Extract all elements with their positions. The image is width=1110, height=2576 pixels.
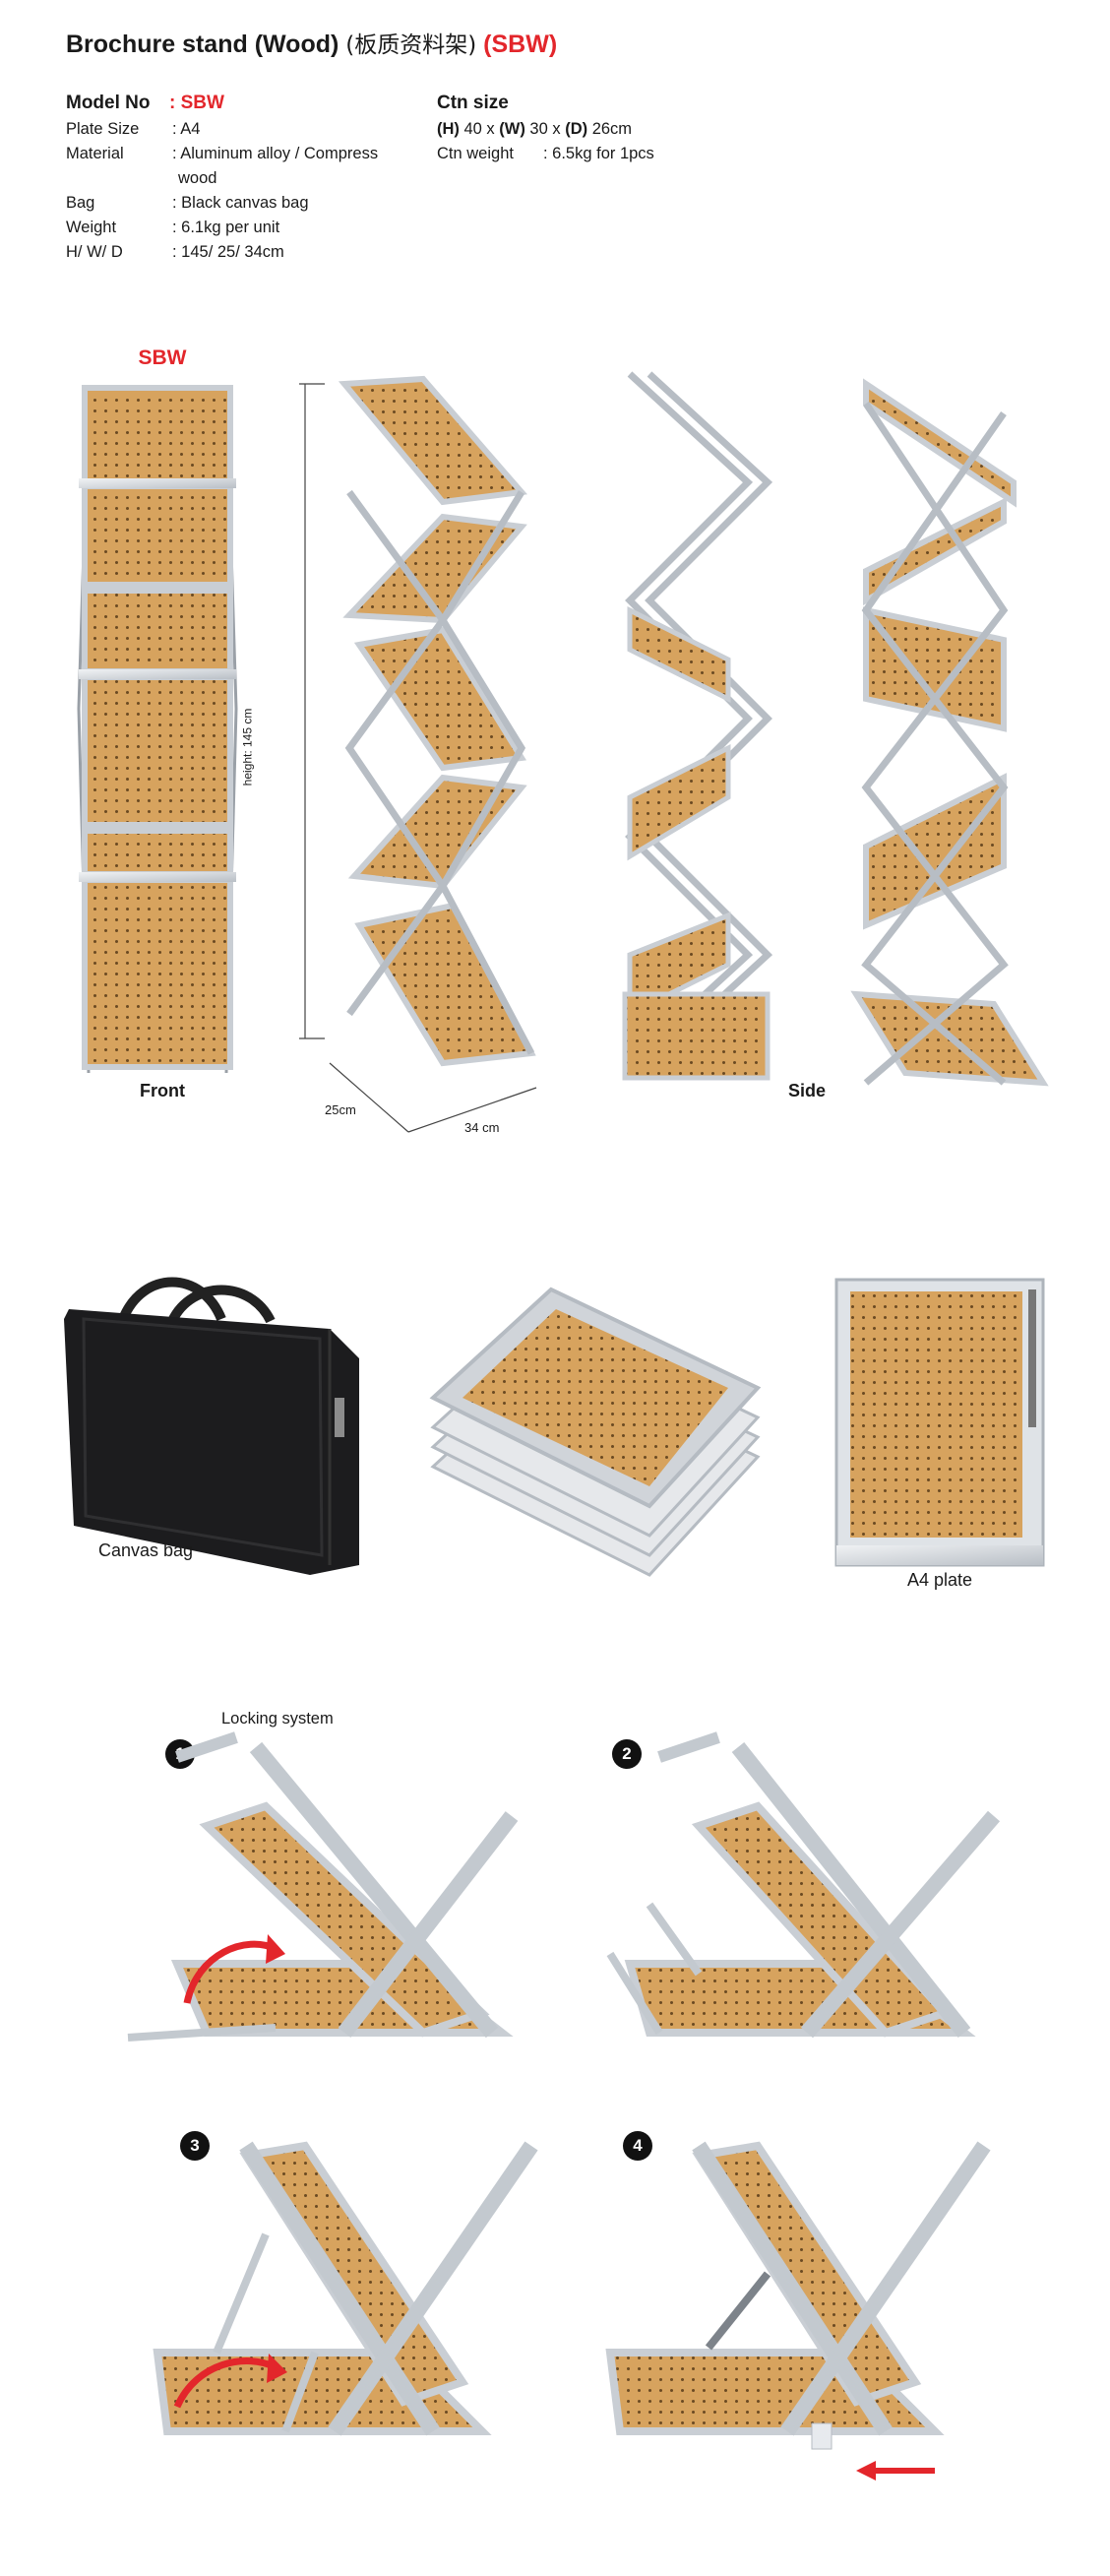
height-dimension-line — [299, 383, 325, 1039]
height-label: height: 145 cm — [240, 708, 255, 786]
ctn-w-value: 30 x — [524, 120, 566, 138]
spec-key: Bag — [66, 194, 95, 212]
spec-key: Plate Size — [66, 120, 140, 138]
title-cn: (板质资料架) — [345, 32, 477, 58]
front-caption: Front — [140, 1081, 185, 1100]
folded-stand-image — [429, 1287, 762, 1577]
ctn-d-value: 26cm — [587, 120, 633, 138]
ctn-d-label: (D) — [565, 120, 588, 138]
front-view-image — [77, 385, 238, 1074]
base-dimension-lines — [329, 1062, 537, 1133]
canvas-bag-caption: Canvas bag — [97, 1540, 194, 1560]
lock-step-1-image — [127, 1731, 519, 2042]
spec-value: : Aluminum alloy / Compress — [172, 145, 379, 162]
spec-row: Weight : 6.1kg per unit — [66, 216, 420, 240]
page-title: Brochure stand (Wood) (板质资料架) (SBW) — [66, 26, 557, 59]
sbw-label: SBW — [138, 346, 187, 369]
spec-key: H/ W/ D — [66, 243, 123, 261]
stand-side-view-2-image — [850, 378, 1049, 1087]
spec-row: Plate Size : A4 — [66, 117, 420, 142]
spec-row: Bag : Black canvas bag — [66, 191, 420, 216]
spec-value: : 6.1kg per unit — [172, 219, 280, 236]
spec-value: : 145/ 25/ 34cm — [172, 243, 284, 261]
locking-system-label: Locking system — [221, 1710, 334, 1728]
spec-value: : A4 — [172, 120, 201, 138]
ctn-weight-value: : 6.5kg for 1pcs — [543, 145, 654, 162]
width-label: 34 cm — [464, 1120, 500, 1135]
ctn-box: Ctn size (H) 40 x (W) 30 x (D) 26cm Ctn … — [437, 91, 732, 166]
side-caption: Side — [787, 1081, 826, 1100]
a4-plate-image — [834, 1278, 1045, 1567]
spec-value: wood — [178, 169, 217, 187]
stand-diagonal-view-image — [338, 375, 536, 1067]
ctn-h-value: 40 x — [459, 120, 500, 138]
spec-key: Weight — [66, 219, 117, 236]
ctn-title: Ctn size — [437, 93, 509, 113]
depth-label: 25cm — [325, 1102, 356, 1117]
ctn-dims: (H) 40 x (W) 30 x (D) 26cm — [437, 117, 732, 142]
lock-step-2-image — [606, 1731, 1001, 2039]
model-label: Model No — [66, 93, 151, 113]
ctn-weight-label: Ctn weight — [437, 145, 514, 162]
lock-step-3-image — [153, 2141, 538, 2436]
ctn-w-label: (W) — [499, 120, 525, 138]
spec-key: Material — [66, 145, 124, 162]
spec-row: wood — [66, 166, 420, 191]
step-3-badge: 3 — [180, 2131, 210, 2161]
title-code: (SBW) — [483, 31, 558, 58]
step-2-badge: 2 — [612, 1739, 642, 1769]
stand-side-view-1-image — [622, 371, 773, 1081]
spec-value: : Black canvas bag — [172, 194, 309, 212]
lock-step-4-image — [605, 2141, 991, 2481]
step-4-badge: 4 — [623, 2131, 652, 2161]
spec-row: Material : Aluminum alloy / Compress — [66, 142, 420, 166]
spec-table: Model No : SBW Plate Size : A4 Material : A… — [66, 91, 420, 265]
canvas-bag-image — [64, 1277, 359, 1575]
model-value: : SBW — [169, 93, 224, 113]
a4-plate-caption: A4 plate — [906, 1570, 973, 1590]
spec-row: H/ W/ D : 145/ 25/ 34cm — [66, 240, 420, 265]
ctn-h-label: (H) — [437, 120, 460, 138]
spec-key — [66, 169, 71, 187]
title-main: Brochure stand (Wood) — [66, 31, 339, 58]
